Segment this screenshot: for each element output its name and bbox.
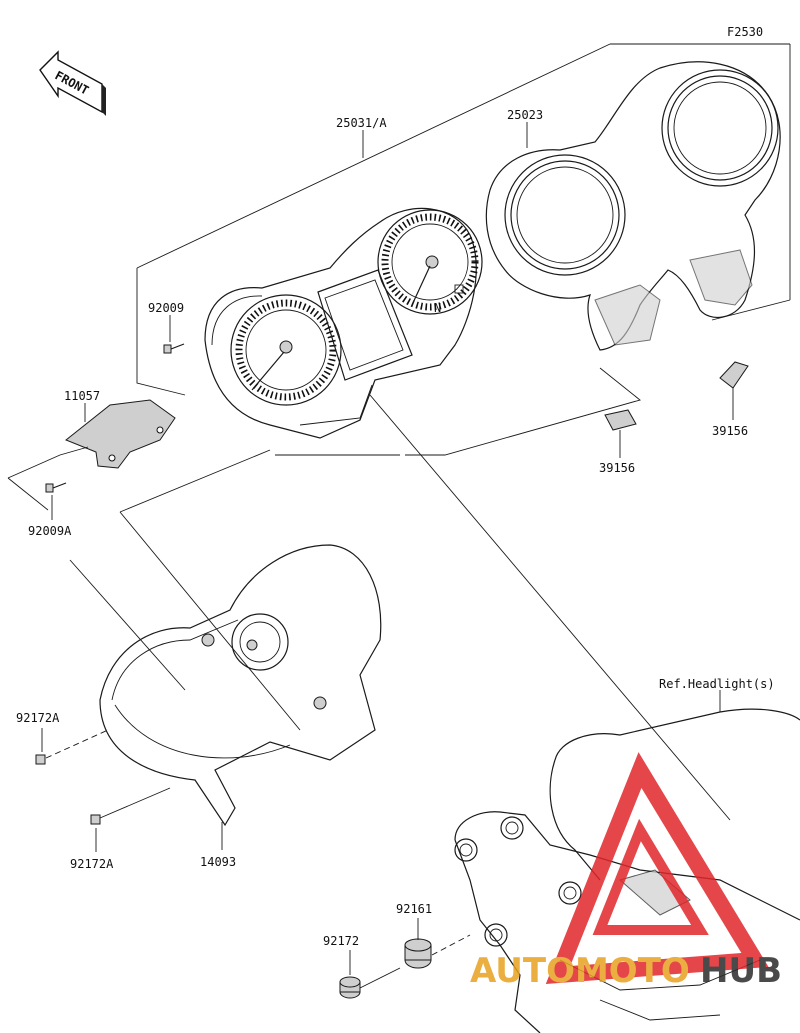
label-39156-b: 39156 bbox=[712, 424, 748, 438]
label-11057: 11057 bbox=[64, 389, 100, 403]
figure-code: F2530 bbox=[727, 25, 763, 39]
group-outline-top bbox=[136, 43, 611, 269]
label-92009A: 92009A bbox=[28, 524, 72, 538]
meter-assembly-25031A: N bbox=[204, 207, 483, 439]
leader-cover-top bbox=[119, 449, 271, 513]
collar-92172 bbox=[339, 950, 401, 999]
svg-text:N: N bbox=[434, 301, 441, 315]
label-39156-a: 39156 bbox=[599, 461, 635, 475]
bracket-11057 bbox=[65, 399, 176, 469]
watermark-text-right: HUB bbox=[700, 951, 782, 991]
screw-92172A-a bbox=[35, 728, 109, 765]
label-25023: 25023 bbox=[507, 108, 543, 122]
front-direction-arrow: FRONT bbox=[39, 50, 106, 116]
label-92172A-b: 92172A bbox=[70, 857, 114, 871]
meter-cover-25023 bbox=[485, 61, 781, 351]
label-14093: 14093 bbox=[200, 855, 236, 869]
reference-note-headlight: Ref.Headlight(s) bbox=[659, 677, 775, 691]
group-outline-bottom bbox=[405, 367, 641, 456]
screw-92009A bbox=[7, 446, 89, 520]
grommet-92161 bbox=[404, 918, 471, 969]
watermark-logo: AUTOMOTO HUB bbox=[470, 752, 782, 991]
screw-92172A-b bbox=[90, 787, 171, 852]
label-92009: 92009 bbox=[148, 301, 184, 315]
leader-cover-mid bbox=[119, 511, 301, 731]
label-25031A: 25031/A bbox=[336, 116, 387, 130]
group-outline-left bbox=[136, 268, 186, 396]
headlight-stay-reference bbox=[454, 690, 800, 1033]
screw-92009 bbox=[163, 315, 185, 354]
rubber-pad-39156-a bbox=[604, 409, 637, 458]
leader-meter-to-stay bbox=[369, 394, 731, 821]
label-92161: 92161 bbox=[396, 902, 432, 916]
meter-lower-cover-14093 bbox=[99, 544, 382, 850]
label-92172A-a: 92172A bbox=[16, 711, 60, 725]
watermark-text-left: AUTOMOTO bbox=[470, 951, 690, 991]
rubber-pad-39156-b bbox=[719, 361, 749, 420]
label-92172: 92172 bbox=[323, 934, 359, 948]
leader-cover-left bbox=[69, 559, 186, 691]
